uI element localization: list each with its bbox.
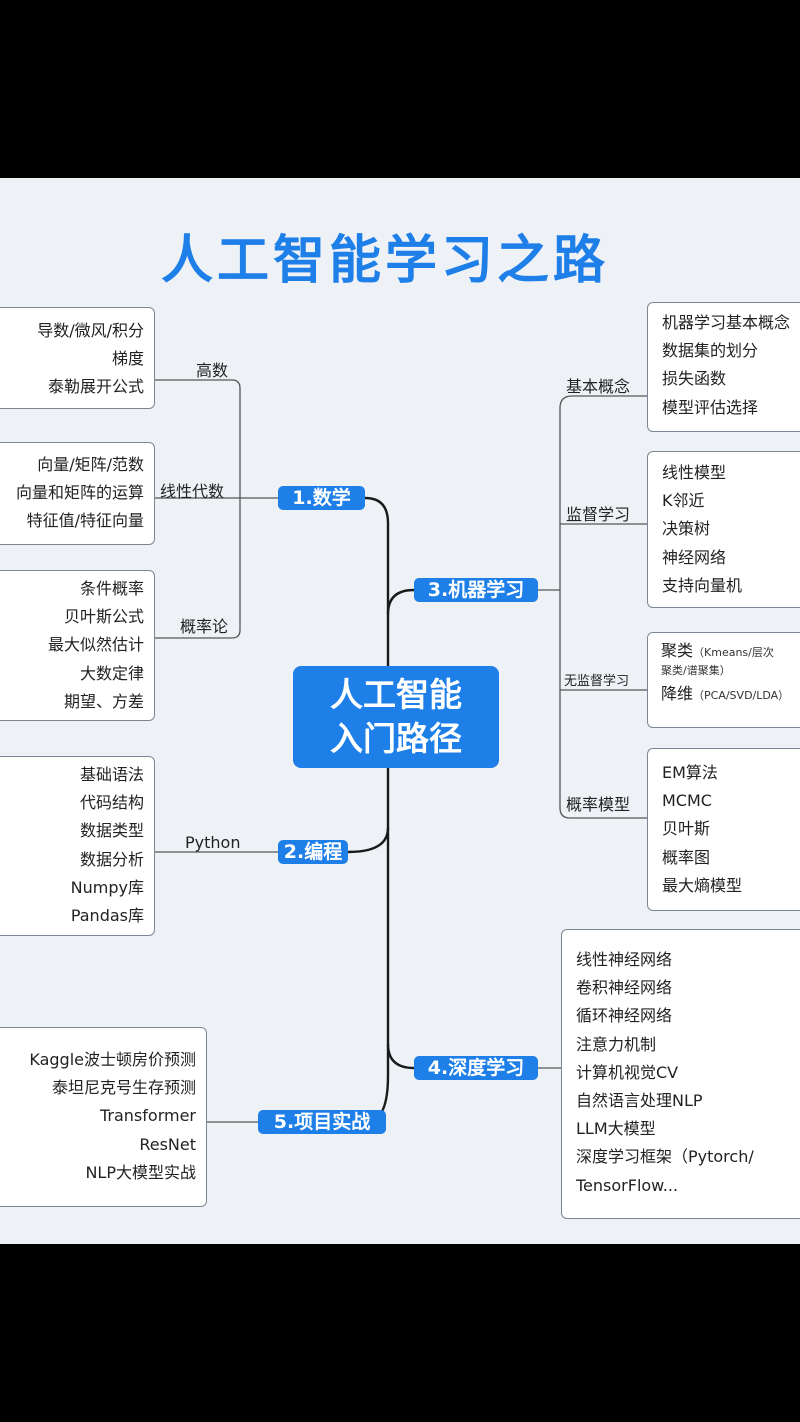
math-linear-algebra-label: 线性代数 bbox=[160, 482, 225, 501]
list-item: 条件概率 bbox=[79, 579, 144, 598]
list-item: 线性模型 bbox=[662, 463, 727, 482]
list-item: 基础语法 bbox=[79, 765, 144, 784]
list-item: 代码结构 bbox=[79, 793, 144, 813]
clustering-note: （Kmeans/层次 bbox=[693, 646, 774, 659]
list-item: K邻近 bbox=[662, 491, 705, 511]
list-item: 向量/矩阵/范数 bbox=[37, 455, 144, 474]
math-linear-algebra-box: 向量/矩阵/范数 向量和矩阵的运算 特征值/特征向量 bbox=[0, 442, 155, 545]
list-item: 数据分析 bbox=[79, 849, 144, 869]
list-item: 支持向量机 bbox=[662, 575, 743, 595]
clustering-note-2: 聚类/谱聚集） bbox=[661, 664, 731, 677]
list-item: 泰坦尼克号生存预测 bbox=[51, 1078, 196, 1098]
list-item: 概率图 bbox=[662, 847, 711, 867]
list-item: NLP大模型实战 bbox=[85, 1162, 196, 1182]
page-title: 人工智能学习之路 bbox=[160, 231, 609, 291]
list-item: 梯度 bbox=[111, 349, 144, 369]
math-probability-box: 条件概率 贝叶斯公式 最大似然估计 大数定律 期望、方差 bbox=[0, 570, 155, 721]
list-item: 数据类型 bbox=[79, 821, 144, 841]
list-item: 深度学习框架（Pytorch/ bbox=[576, 1147, 754, 1167]
ml-unsupervised-label: 无监督学习 bbox=[564, 674, 630, 689]
list-item: ResNet bbox=[139, 1134, 196, 1154]
list-item: 泰勒展开公式 bbox=[47, 377, 144, 397]
list-item: 向量和矩阵的运算 bbox=[15, 483, 144, 503]
ml-probabilistic-label: 概率模型 bbox=[566, 795, 631, 814]
list-item: 贝叶斯 bbox=[662, 819, 711, 839]
branch-projects: 5.项目实战 bbox=[258, 1110, 386, 1134]
list-item: Kaggle波士顿房价预测 bbox=[29, 1050, 196, 1069]
list-item: 自然语言处理NLP bbox=[576, 1090, 703, 1110]
ml-supervised-box: 线性模型 K邻近 决策树 神经网络 支持向量机 bbox=[647, 451, 800, 608]
list-item: 导数/微风/积分 bbox=[37, 321, 144, 340]
list-item: TensorFlow... bbox=[576, 1175, 679, 1195]
list-item: 大数定律 bbox=[79, 663, 144, 683]
clustering-item: 聚类（Kmeans/层次 bbox=[661, 641, 800, 663]
mindmap-canvas: 人工智能学习之路 人工智能 入门路径 1.数学 2.编程 3.机器学习 4.深度… bbox=[0, 178, 800, 1244]
reduction-item: 降维（PCA/SVD/LDA） bbox=[661, 679, 800, 711]
list-item: 机器学习基本概念 bbox=[662, 313, 791, 332]
list-item: 期望、方差 bbox=[63, 691, 144, 711]
list-item: 计算机视觉CV bbox=[576, 1062, 679, 1082]
list-item: 神经网络 bbox=[662, 547, 727, 567]
clustering-label: 聚类 bbox=[661, 641, 694, 660]
list-item: 损失函数 bbox=[662, 369, 727, 389]
list-item: 最大似然估计 bbox=[47, 635, 144, 655]
list-item: Transformer bbox=[99, 1106, 196, 1126]
list-item: 特征值/特征向量 bbox=[26, 511, 144, 531]
branch-programming: 2.编程 bbox=[278, 840, 348, 864]
reduction-note: （PCA/SVD/LDA） bbox=[693, 689, 790, 702]
ml-unsupervised-box: 聚类（Kmeans/层次 聚类/谱聚集） 降维（PCA/SVD/LDA） bbox=[647, 632, 800, 728]
math-calculus-label: 高数 bbox=[196, 361, 229, 380]
list-item: 卷积神经网络 bbox=[576, 978, 673, 998]
branch-deep-learning: 4.深度学习 bbox=[414, 1056, 538, 1080]
center-node-line2: 入门路径 bbox=[330, 719, 462, 758]
programming-python-box: 基础语法 代码结构 数据类型 数据分析 Numpy库 Pandas库 bbox=[0, 756, 155, 936]
math-calculus-box: 导数/微风/积分 梯度 泰勒展开公式 bbox=[0, 307, 155, 409]
reduction-label: 降维 bbox=[661, 684, 694, 703]
list-item: 最大熵模型 bbox=[662, 875, 743, 895]
list-item: 线性神经网络 bbox=[576, 950, 673, 969]
math-probability-label: 概率论 bbox=[180, 617, 229, 636]
list-item: 贝叶斯公式 bbox=[63, 607, 144, 627]
list-item: 模型评估选择 bbox=[662, 397, 759, 417]
list-item: EM算法 bbox=[662, 763, 718, 782]
ml-supervised-label: 监督学习 bbox=[566, 505, 631, 524]
list-item: 决策树 bbox=[662, 519, 711, 539]
branch-machine-learning: 3.机器学习 bbox=[414, 578, 538, 602]
programming-python-label: Python bbox=[185, 833, 241, 852]
list-item: 注意力机制 bbox=[576, 1034, 657, 1054]
projects-box: Kaggle波士顿房价预测 泰坦尼克号生存预测 Transformer ResN… bbox=[0, 1027, 207, 1207]
dl-box: 线性神经网络 卷积神经网络 循环神经网络 注意力机制 计算机视觉CV 自然语言处… bbox=[561, 929, 800, 1219]
list-item: Pandas库 bbox=[70, 905, 144, 925]
center-node: 人工智能 入门路径 bbox=[293, 666, 499, 768]
center-node-line1: 人工智能 bbox=[330, 675, 462, 714]
list-item: 循环神经网络 bbox=[576, 1006, 673, 1026]
ml-basics-box: 机器学习基本概念 数据集的划分 损失函数 模型评估选择 bbox=[647, 302, 800, 432]
ml-probabilistic-box: EM算法 MCMC 贝叶斯 概率图 最大熵模型 bbox=[647, 748, 800, 911]
ml-basics-label: 基本概念 bbox=[566, 377, 631, 396]
list-item: LLM大模型 bbox=[576, 1119, 656, 1139]
list-item: MCMC bbox=[662, 791, 712, 811]
list-item: Numpy库 bbox=[70, 877, 144, 897]
branch-math: 1.数学 bbox=[278, 486, 365, 510]
list-item: 数据集的划分 bbox=[662, 341, 759, 361]
